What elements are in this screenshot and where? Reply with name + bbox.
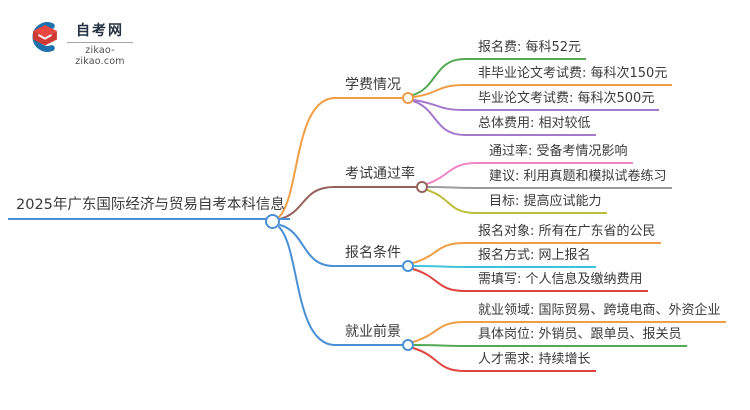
leaf-topic[interactable]: 需填写: 个人信息及缴纳费用: [464, 271, 648, 292]
leaf-topic[interactable]: 毕业论文考试费: 每科次500元: [464, 90, 660, 111]
branch-topic-requirements[interactable]: 报名条件: [333, 244, 407, 267]
curve-requirements-child-0: [412, 242, 466, 264]
curve-pass-rate-child-1: [427, 186, 477, 189]
curve-tuition-child-3: [412, 100, 466, 136]
curve-career-child-0: [412, 321, 466, 343]
branch-topic-career[interactable]: 就业前景: [333, 323, 407, 346]
curve-tuition-child-2: [413, 99, 466, 111]
logo-text-block: 自考网 zikao-zikao.com: [67, 24, 133, 67]
leaf-topic[interactable]: 非毕业论文考试费: 每科次150元: [464, 65, 673, 86]
leaf-topic[interactable]: 具体岗位: 外销员、跟单员、报关员: [464, 326, 687, 347]
branch-topic-tuition[interactable]: 学费情况: [333, 76, 407, 99]
site-logo[interactable]: 自考网 zikao-zikao.com: [28, 14, 148, 67]
leaf-topic[interactable]: 总体费用: 相对较低: [464, 115, 596, 136]
curve-root-to-requirements: [279, 224, 335, 267]
curve-career-child-1: [413, 344, 466, 347]
curve-pass-rate-child-0: [426, 162, 477, 185]
leaf-topic[interactable]: 目标: 提高应试能力: [475, 193, 607, 214]
branch-topic-pass-rate[interactable]: 考试通过率: [333, 165, 421, 188]
leaf-topic[interactable]: 就业领域: 国际贸易、跨境电商、外资企业: [464, 302, 726, 323]
curve-tuition-child-1: [413, 84, 466, 98]
curve-root-to-career: [278, 226, 335, 346]
site-url: zikao-zikao.com: [75, 45, 125, 67]
root-topic[interactable]: 2025年广东国际经济与贸易自考本科信息: [8, 196, 290, 220]
curve-root-to-pass-rate: [279, 186, 335, 220]
leaf-topic[interactable]: 建议: 利用真题和模拟试卷练习: [475, 168, 672, 189]
leaf-topic[interactable]: 报名方式: 网上报名: [464, 247, 596, 268]
graduation-cap-icon: [32, 22, 57, 52]
leaf-topic[interactable]: 报名费: 每科52元: [464, 39, 587, 60]
leaf-topic[interactable]: 报名对象: 所有在广东省的公民: [464, 223, 661, 244]
curve-requirements-child-2: [412, 268, 466, 292]
curve-root-to-tuition: [278, 97, 335, 218]
career-junction-circle[interactable]: [402, 339, 414, 351]
leaf-topic[interactable]: 人才需求: 持续增长: [464, 351, 596, 372]
requirements-junction-circle[interactable]: [402, 260, 414, 272]
pass-rate-junction-circle[interactable]: [416, 181, 428, 193]
leaf-topic[interactable]: 通过率: 受备考情况影响: [475, 143, 633, 164]
curve-tuition-child-0: [412, 58, 466, 96]
tuition-junction-circle[interactable]: [402, 92, 414, 104]
curve-requirements-child-1: [413, 265, 466, 268]
site-name: 自考网: [67, 24, 133, 43]
curve-pass-rate-child-2: [426, 189, 477, 214]
root-junction-circle[interactable]: [265, 214, 280, 229]
curve-career-child-2: [412, 347, 466, 372]
